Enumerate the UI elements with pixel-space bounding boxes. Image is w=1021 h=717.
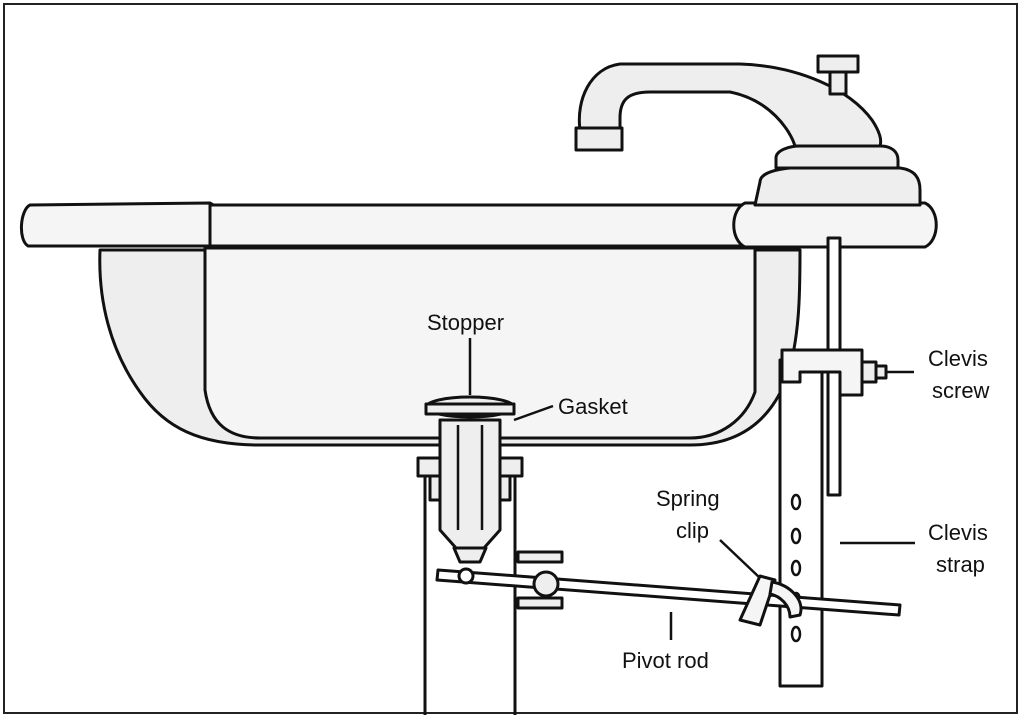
stopper-label: Stopper xyxy=(427,310,504,335)
gasket-label: Gasket xyxy=(558,394,628,419)
spring-clip-label-line2: clip xyxy=(676,518,709,543)
faucet xyxy=(574,54,922,207)
spring-clip xyxy=(738,574,803,627)
clevis-screw-label: Clevis xyxy=(928,346,988,371)
spring-clip-leader xyxy=(719,539,761,579)
clevis-screw-label-line2: screw xyxy=(932,378,990,403)
diagram-frame xyxy=(3,3,1018,714)
pivot-rod xyxy=(435,550,902,617)
pivot-rod-label: Pivot rod xyxy=(622,648,709,673)
sink-basin xyxy=(20,201,938,447)
stopper-assembly xyxy=(424,395,516,564)
clevis-strap-label-line2: strap xyxy=(936,552,985,577)
clevis-strap-label: Clevis xyxy=(928,520,988,545)
spring-clip-label: Spring xyxy=(656,486,720,511)
gasket-leader xyxy=(513,404,554,422)
